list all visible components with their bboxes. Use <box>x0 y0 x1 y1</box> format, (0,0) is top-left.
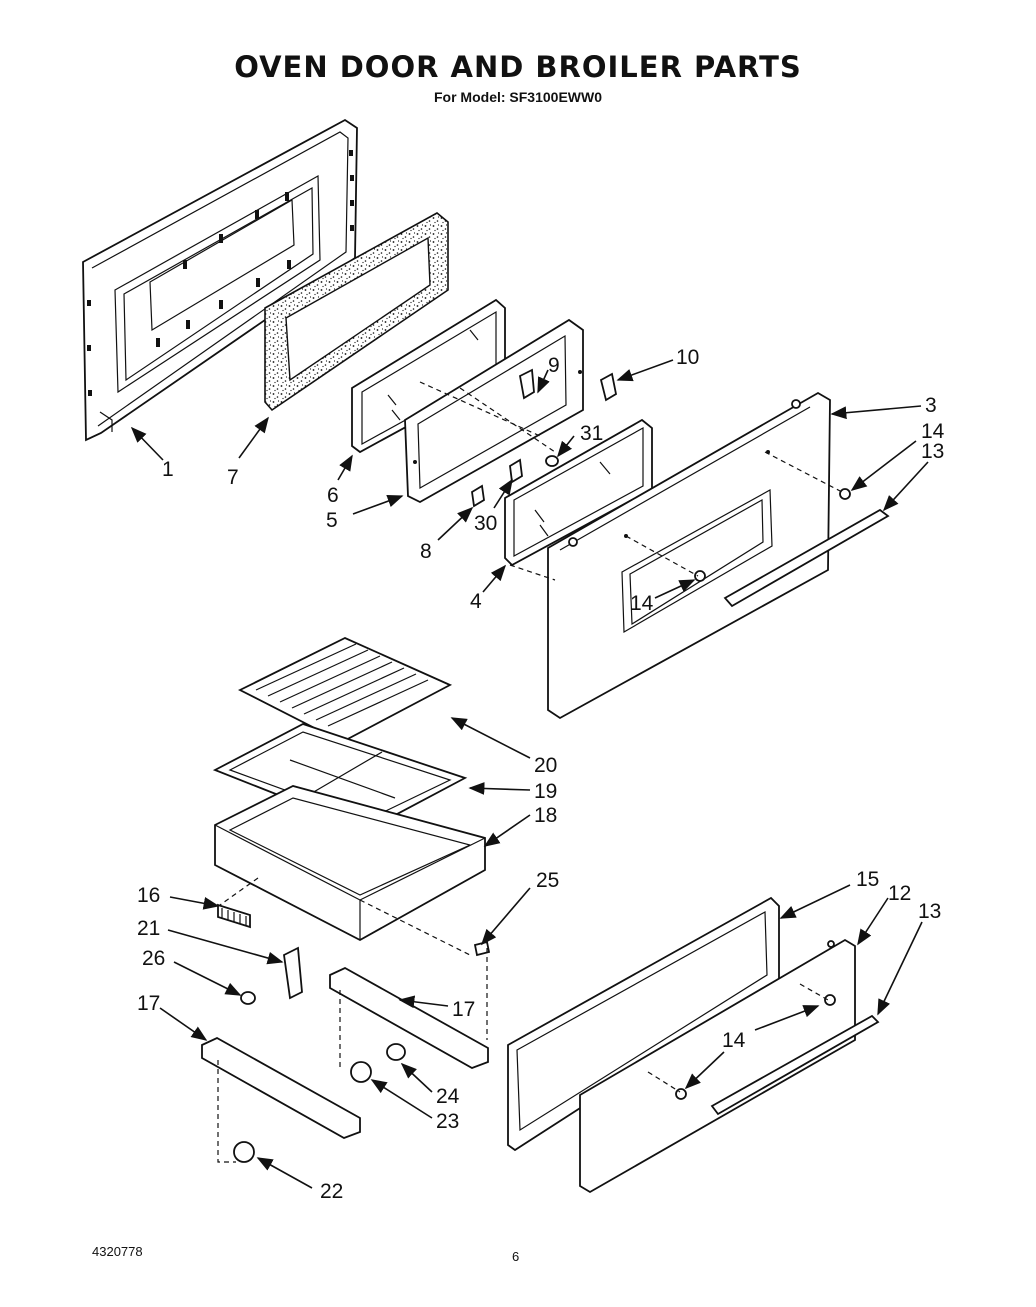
assembly-dashed-lines <box>217 381 843 1163</box>
callout-20: 20 <box>534 754 557 777</box>
callout-15: 15 <box>856 868 879 891</box>
callout-4: 4 <box>470 590 482 613</box>
callout-26: 26 <box>142 947 165 970</box>
callout-10: 10 <box>676 346 699 369</box>
part-23-roller <box>350 1061 372 1083</box>
part-3-outer-door <box>547 391 890 720</box>
callout-19: 19 <box>534 780 557 803</box>
callout-8: 8 <box>420 540 432 563</box>
callout-1: 1 <box>162 458 174 481</box>
part-21-bracket <box>283 946 303 1000</box>
document-number: 4320778 <box>92 1244 143 1259</box>
callout-18: 18 <box>534 804 557 827</box>
callout-12: 12 <box>888 882 911 905</box>
part-30-clip <box>509 458 523 484</box>
part-18-broiler-pan <box>214 785 486 942</box>
callout-14-door-left: 14 <box>630 592 654 615</box>
callout-22: 22 <box>320 1180 343 1203</box>
callout-13-broiler: 13 <box>918 900 941 923</box>
callout-9: 9 <box>548 354 560 377</box>
callout-31: 31 <box>580 422 603 445</box>
callout-13-door: 13 <box>921 440 944 463</box>
part-24-roller-shaft <box>386 1043 406 1061</box>
page-title: OVEN DOOR AND BROILER PARTS <box>234 50 802 84</box>
callout-14-door-right: 14 <box>921 420 945 443</box>
part-7-insulation <box>264 212 449 412</box>
page-number: 6 <box>512 1249 520 1264</box>
callout-30: 30 <box>474 512 497 535</box>
callout-6: 6 <box>327 484 339 507</box>
part-20-broiler-grid <box>237 637 453 744</box>
callout-24: 24 <box>436 1085 460 1108</box>
callout-17-left: 17 <box>137 992 160 1015</box>
callout-23: 23 <box>436 1110 459 1133</box>
callout-3: 3 <box>925 394 937 417</box>
callout-16: 16 <box>137 884 160 907</box>
part-26-screw <box>240 991 256 1005</box>
part-5-glass-frame <box>404 318 584 504</box>
model-subtitle: For Model: SF3100EWW0 <box>433 89 603 105</box>
part-22-roller <box>233 1141 255 1163</box>
callout-labels: 1 3 4 5 6 7 8 9 10 13 14 13 14 14 30 31 … <box>137 346 945 1203</box>
callout-arrows <box>130 359 929 1189</box>
callout-17-right: 17 <box>452 998 475 1021</box>
part-9-bracket <box>518 368 535 400</box>
part-16-heater-coil <box>217 903 251 929</box>
part-17-rail-left <box>201 1036 361 1139</box>
part-10-hinge-bracket <box>599 372 618 402</box>
part-31-screw <box>545 455 559 467</box>
callout-5: 5 <box>326 509 338 532</box>
callout-21: 21 <box>137 917 160 940</box>
callout-7: 7 <box>227 466 239 489</box>
callout-14-broiler: 14 <box>722 1029 746 1052</box>
callout-25: 25 <box>536 869 559 892</box>
part-12-broiler-door-outer <box>579 938 880 1194</box>
part-17-rail-right <box>329 966 489 1069</box>
part-8-bracket <box>471 484 485 508</box>
